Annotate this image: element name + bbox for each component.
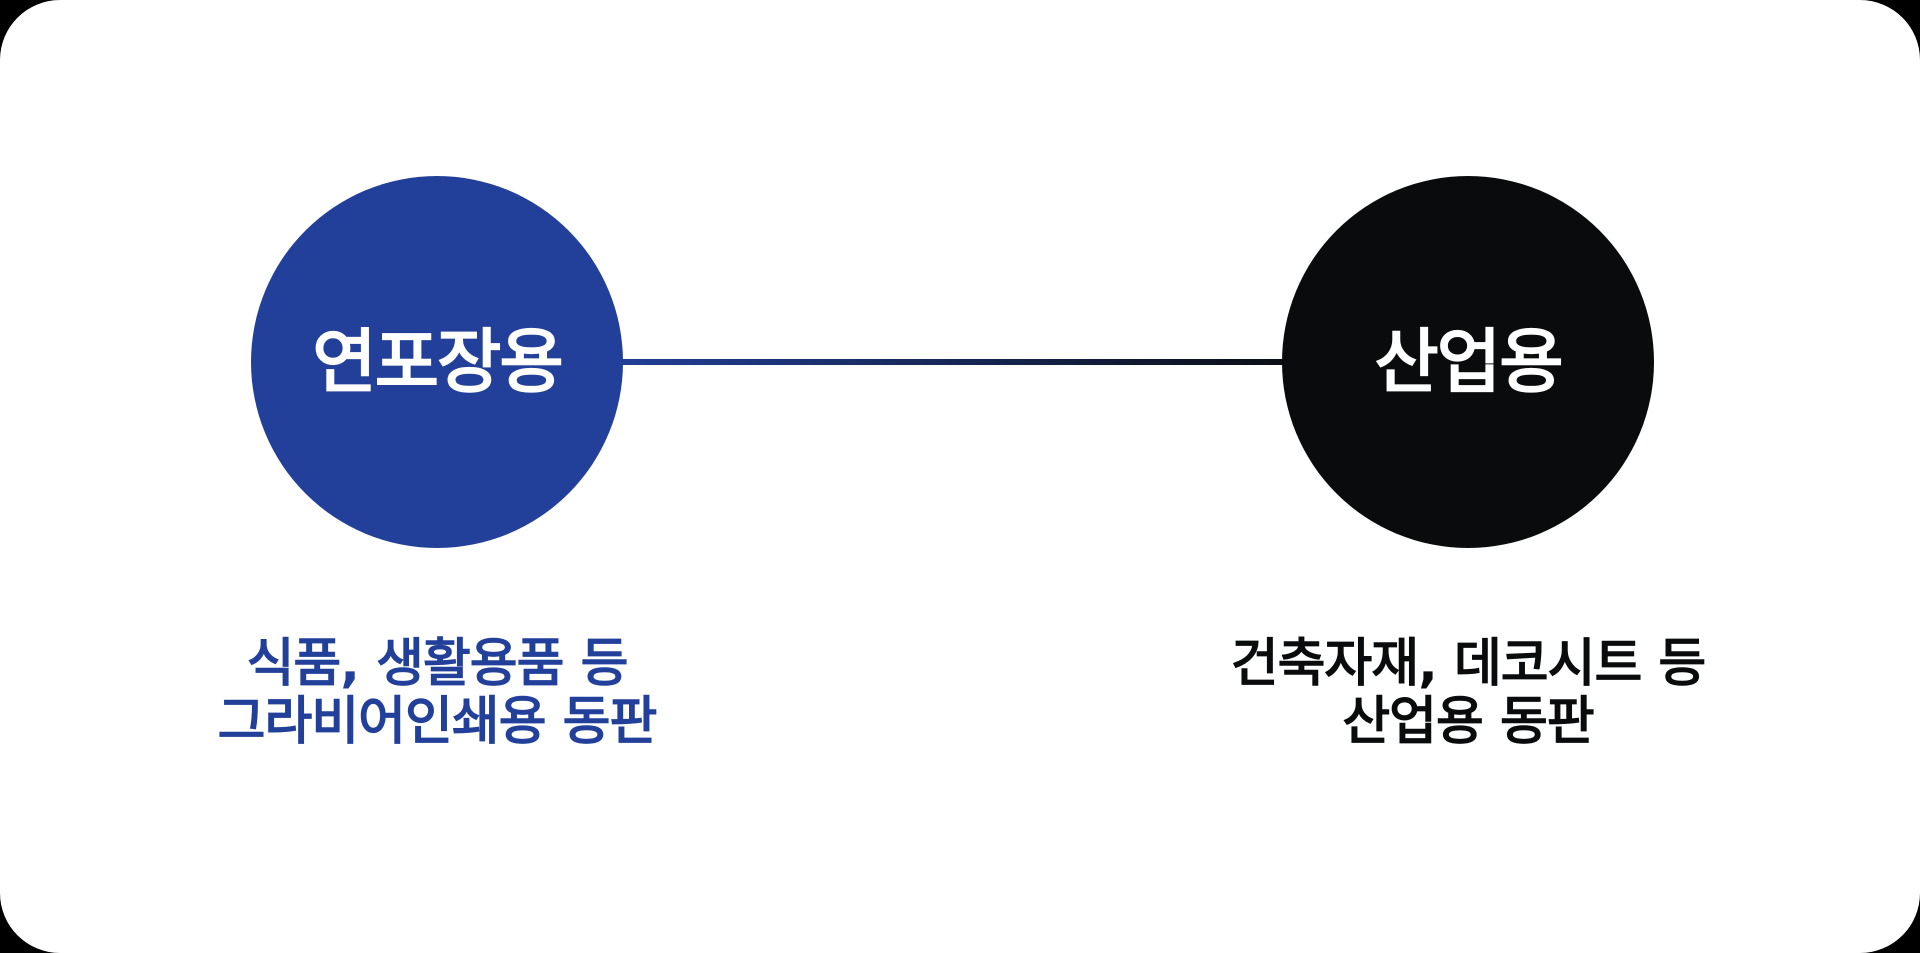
caption-industrial: 건축자재, 데코시트 등 산업용 동판 bbox=[1118, 634, 1818, 753]
caption-line: 산업용 동판 bbox=[1342, 692, 1594, 753]
circle-label-flexible-packaging: 연포장용 bbox=[312, 321, 564, 403]
caption-line: 식품, 생활용품 등 bbox=[246, 634, 629, 694]
caption-line: 건축자재, 데코시트 등 bbox=[1230, 634, 1707, 694]
caption-flexible-packaging: 식품, 생활용품 등 그라비어인쇄용 동판 bbox=[87, 634, 787, 753]
caption-line: 그라비어인쇄용 동판 bbox=[217, 692, 658, 753]
connector-line bbox=[600, 359, 1330, 365]
circle-flexible-packaging: 연포장용 bbox=[251, 176, 623, 548]
circle-industrial: 산업용 bbox=[1282, 176, 1654, 548]
circle-label-industrial: 산업용 bbox=[1374, 321, 1563, 403]
